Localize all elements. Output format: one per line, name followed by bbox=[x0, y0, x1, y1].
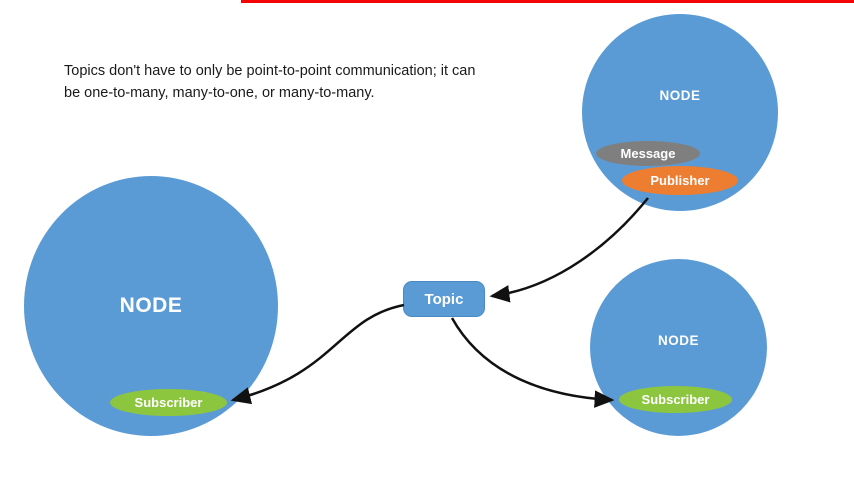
message-badge: Message bbox=[596, 141, 700, 166]
subscriber-badge-bottom-right: Subscriber bbox=[619, 386, 732, 413]
arrow-topic-to-right-subscriber bbox=[450, 317, 615, 408]
topic-label: Topic bbox=[424, 290, 464, 308]
caption-text: Topics don't have to only be point-to-po… bbox=[64, 63, 476, 101]
subscriber-badge-left-label: Subscriber bbox=[134, 395, 203, 410]
node-circle-top-right: NODE Message Publisher bbox=[582, 14, 778, 211]
top-red-line bbox=[241, 0, 854, 3]
publisher-badge-label: Publisher bbox=[650, 173, 710, 188]
node-circle-bottom-right: NODE Subscriber bbox=[590, 259, 767, 436]
subscriber-badge-left: Subscriber bbox=[110, 389, 227, 416]
node-label-top-right: NODE bbox=[659, 88, 701, 103]
node-circle-left: NODE Subscriber bbox=[24, 176, 278, 436]
publisher-badge: Publisher bbox=[622, 166, 738, 195]
node-label-bottom-right: NODE bbox=[657, 333, 699, 348]
topic-box: Topic bbox=[403, 281, 485, 317]
message-badge-label: Message bbox=[620, 146, 676, 161]
node-label-left: NODE bbox=[119, 294, 183, 317]
subscriber-badge-bottom-right-label: Subscriber bbox=[641, 392, 710, 407]
